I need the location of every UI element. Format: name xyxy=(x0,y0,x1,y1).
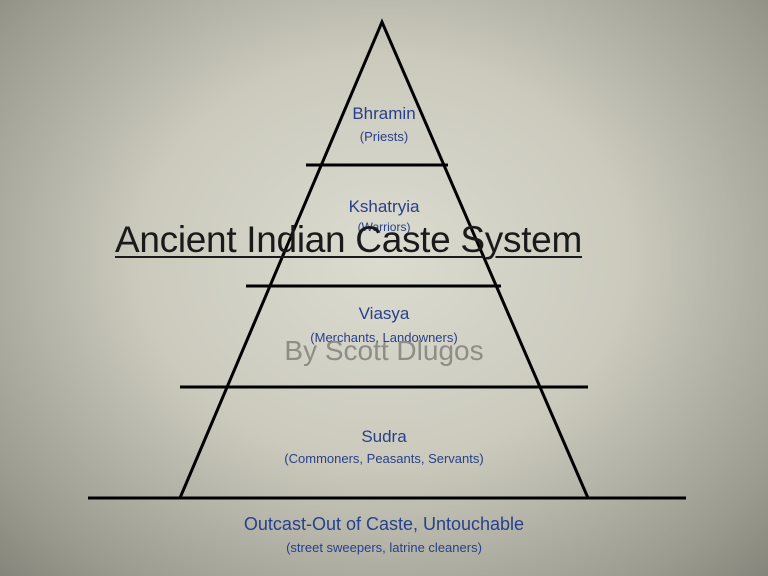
outcast-name: Outcast-Out of Caste, Untouchable xyxy=(243,514,525,534)
tier-viasya-desc: (Merchants, Landowners) xyxy=(310,330,458,345)
slide-subtitle: By Scott Dlugos xyxy=(284,335,484,366)
tier-bhramin-desc: (Priests) xyxy=(359,129,409,144)
tier-sudra-desc: (Commoners, Peasants, Servants) xyxy=(284,451,484,466)
slide-title: Ancient Indian Caste System xyxy=(115,219,582,260)
pyramid-outline xyxy=(178,18,590,499)
outcast-desc: (street sweepers, latrine cleaners) xyxy=(286,540,482,555)
tier-kshatryia-name: Kshatryia xyxy=(348,197,420,216)
tier-kshatryia-desc: (Warriors) xyxy=(357,220,411,234)
tier-sudra-name: Sudra xyxy=(361,427,407,446)
tier-bhramin-name: Bhramin xyxy=(352,104,416,123)
tier-viasya-name: Viasya xyxy=(358,304,410,323)
